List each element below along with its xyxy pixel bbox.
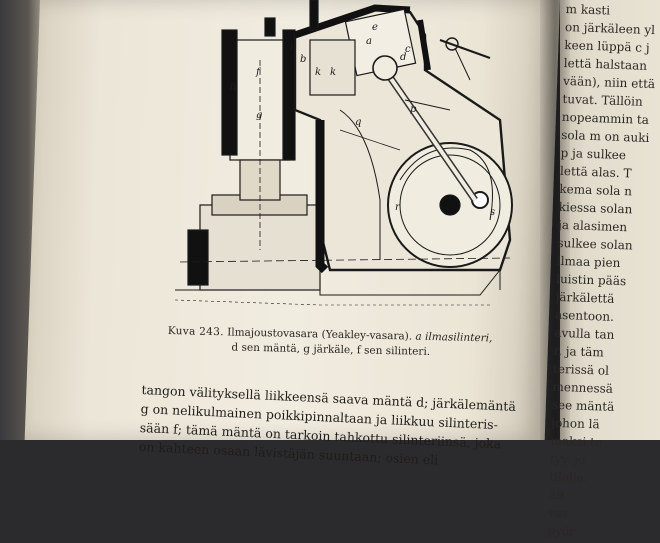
- label-i: i: [290, 42, 293, 53]
- label-b: b: [300, 54, 306, 65]
- label-d: d: [400, 52, 406, 63]
- label-s: s: [490, 207, 495, 218]
- right-page-line: pyör: [547, 523, 576, 539]
- label-f: f: [255, 67, 262, 78]
- label-g: g: [256, 110, 262, 121]
- label-c: c: [405, 44, 411, 55]
- hammer-diagram: a b c d e f g h i k k p q r s: [170, 0, 525, 312]
- label-k2: k: [330, 67, 336, 78]
- label-p: p: [410, 104, 417, 115]
- label-a: a: [366, 36, 372, 47]
- label-h: h: [230, 82, 236, 93]
- label-r: r: [395, 202, 401, 213]
- label-q: q: [355, 117, 361, 128]
- label-k1: k: [315, 67, 321, 78]
- caption-tail: a ilmasilinteri,: [415, 330, 493, 345]
- book-gutter: [540, 0, 570, 440]
- right-page: [560, 0, 660, 440]
- hammer-drawing: a b c d e f g h i k k p q r s: [174, 0, 513, 306]
- label-e: e: [372, 22, 378, 33]
- caption-figure-number: Kuva 243.: [167, 324, 224, 339]
